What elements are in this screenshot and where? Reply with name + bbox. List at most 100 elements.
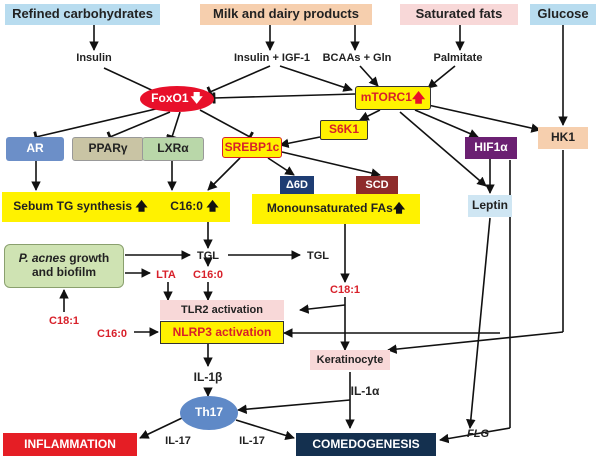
pacnes-line2-label: and biofilm xyxy=(32,265,96,279)
node-d6d-label: Δ6D xyxy=(286,178,308,191)
node-hk1: HK1 xyxy=(538,127,588,149)
node-d6d: Δ6D xyxy=(280,176,314,194)
edge-flg-comedo xyxy=(439,427,511,444)
node-pacnes: P. acnes growth and biofilm xyxy=(4,244,124,288)
label-flg: FLG xyxy=(467,428,489,440)
node-nlrp3-activation: NLRP3 activation xyxy=(160,321,284,344)
edge-mtorc1-s6k1 xyxy=(359,109,381,121)
label-il1b: IL-1β xyxy=(193,370,223,384)
label-c181-left: C18:1 xyxy=(49,315,79,327)
edge-th17-comedo xyxy=(235,419,295,441)
label-tgl-mid: TGL xyxy=(197,250,219,262)
node-ar-label: AR xyxy=(26,141,44,156)
node-comedogenesis: COMEDOGENESIS xyxy=(296,433,436,456)
label-insulin: Insulin xyxy=(76,52,112,64)
node-saturated-fats-label: Saturated fats xyxy=(415,6,503,22)
node-nlrp3-label: NLRP3 activation xyxy=(172,324,272,339)
up-arrow-icon: 🡅 xyxy=(392,201,406,216)
node-srebp1c-label: SREBP1c xyxy=(224,139,280,154)
edge-srebp-scd xyxy=(281,151,381,178)
pacnes-line1: P. acnes growth xyxy=(18,251,110,266)
edge-mtorc1-leptin xyxy=(399,111,487,187)
label-c160-left: C16:0 xyxy=(97,328,127,340)
label-palmitate: Palmitate xyxy=(433,52,483,64)
edge-hk1-kerat xyxy=(387,331,564,354)
edge-foxo1-srebp xyxy=(199,109,254,143)
edge-mtorc1-foxo1 xyxy=(212,92,356,104)
node-scd-label: SCD xyxy=(365,178,389,191)
edge-leptin-comedo xyxy=(466,217,491,429)
node-lxr: LXRα xyxy=(142,137,204,161)
node-th17-label: Th17 xyxy=(194,405,223,420)
pacnes-rest-label: growth xyxy=(65,251,110,266)
edge-mtorc1-hk1 xyxy=(427,104,541,133)
up-arrow-icon: 🡅 xyxy=(135,199,148,214)
node-srebp1c: SREBP1c xyxy=(222,137,282,158)
sebum-tg-group: Sebum TG synthesis 🡅 xyxy=(13,199,148,214)
edge-s6k1-srebp xyxy=(279,136,321,149)
node-milk-dairy: Milk and dairy products xyxy=(200,4,372,25)
node-c160-top-label: C16:0 xyxy=(170,199,203,214)
label-insulin-igf1: Insulin + IGF-1 xyxy=(233,52,311,64)
node-lxr-label: LXRα xyxy=(157,141,189,156)
down-arrow-icon: 🡇 xyxy=(190,91,203,106)
edge-il1a-th17 xyxy=(237,399,351,415)
node-th17: Th17 xyxy=(180,396,238,430)
node-glucose: Glucose xyxy=(530,4,596,25)
label-tgl-right: TGL xyxy=(307,250,329,262)
node-comedogenesis-label: COMEDOGENESIS xyxy=(312,436,420,451)
node-ppar: PPARγ xyxy=(72,137,144,161)
label-il17-right: IL-17 xyxy=(239,435,265,447)
node-milk-dairy-label: Milk and dairy products xyxy=(213,6,359,22)
pacnes-italic-label: P. acnes xyxy=(18,251,66,266)
up-arrow-icon: 🡅 xyxy=(411,89,426,105)
edge-foxo1-ppar xyxy=(106,111,171,143)
node-s6k1-label: S6K1 xyxy=(328,122,360,137)
node-inflammation: INFLAMMATION xyxy=(3,433,137,456)
edge-srebp-d6d xyxy=(267,157,295,176)
edge-igf-mtorc1 xyxy=(279,65,353,92)
edge-foxo1-ar xyxy=(33,107,161,143)
label-il1a: IL-1α xyxy=(350,384,380,398)
label-il17-left: IL-17 xyxy=(165,435,191,447)
label-bcaas-gln: BCAAs + Gln xyxy=(322,52,392,64)
node-saturated-fats: Saturated fats xyxy=(400,4,518,25)
node-foxo1-label: FoxO1 xyxy=(151,91,189,106)
node-mtorc1-label: mTORC1 xyxy=(360,90,412,105)
node-leptin: Leptin xyxy=(468,195,512,217)
node-keratinocyte: Keratinocyte xyxy=(310,350,390,370)
label-c160-mid: C16:0 xyxy=(193,269,223,281)
edge-foxo1-lxr xyxy=(166,111,181,141)
label-c181-right: C18:1 xyxy=(330,284,360,296)
node-s6k1: S6K1 xyxy=(320,120,368,140)
edge-c181-tlr2 xyxy=(299,304,346,314)
edge-mtorc1-hif1a xyxy=(414,109,479,139)
node-hif1a: HIF1α xyxy=(465,137,517,159)
node-sebum-tg-label: Sebum TG synthesis xyxy=(13,199,132,214)
c160-top-group: C16:0 🡅 xyxy=(170,199,219,214)
edge-bcaa-mtorc1 xyxy=(359,65,379,87)
edge-palm-mtorc1 xyxy=(427,65,456,89)
node-keratinocyte-label: Keratinocyte xyxy=(316,353,384,366)
node-ar: AR xyxy=(6,137,64,161)
node-leptin-label: Leptin xyxy=(472,198,508,213)
node-sebum-tg-synthesis: Sebum TG synthesis 🡅 C16:0 🡅 xyxy=(2,192,230,222)
node-hif1a-label: HIF1α xyxy=(474,140,508,155)
up-arrow-icon: 🡅 xyxy=(206,199,219,214)
node-tlr2-activation: TLR2 activation xyxy=(160,300,284,320)
edge-th17-inflam xyxy=(139,417,183,439)
node-refined-carbs-label: Refined carbohydrates xyxy=(12,6,153,22)
node-glucose-label: Glucose xyxy=(537,6,589,22)
node-mtorc1: mTORC1🡅 xyxy=(355,86,431,110)
node-mufa-label: Monounsaturated FAs xyxy=(266,201,393,216)
node-refined-carbs: Refined carbohydrates xyxy=(5,4,160,25)
node-foxo1: FoxO1🡇 xyxy=(140,86,214,112)
edge-srebp-c160 xyxy=(207,157,241,191)
node-scd: SCD xyxy=(356,176,398,194)
node-inflammation-label: INFLAMMATION xyxy=(24,436,116,451)
edge-igf-foxo1 xyxy=(206,65,271,98)
node-tlr2-label: TLR2 activation xyxy=(181,303,263,316)
label-lta: LTA xyxy=(156,269,176,281)
